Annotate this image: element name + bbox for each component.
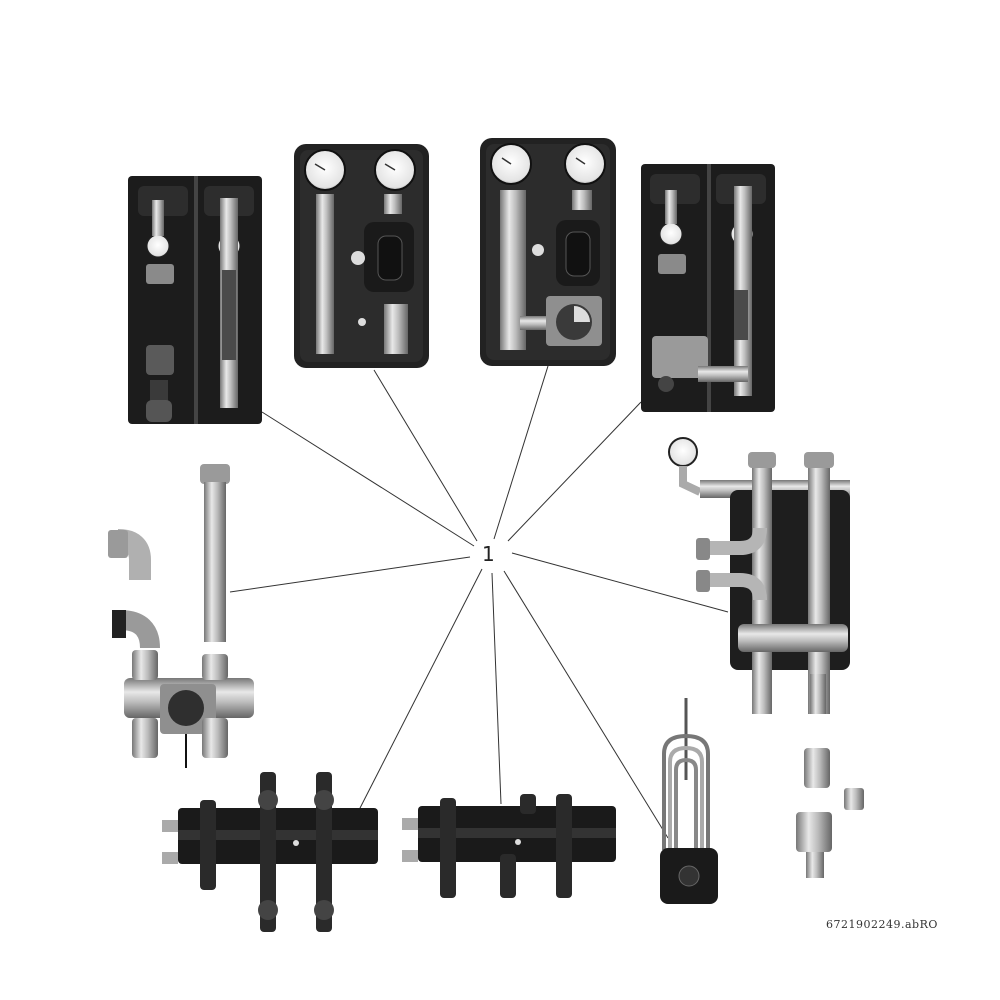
manifold-assembly-right [668, 437, 864, 878]
pump-group-double-tall-left [128, 176, 262, 424]
distribution-manifold-right [402, 794, 616, 898]
callout-label: 1 [482, 542, 495, 566]
pump-group-double-tall-right [641, 164, 775, 412]
immersion-heater [660, 698, 718, 904]
figure-reference-code: 6721902249.abRO [826, 918, 938, 931]
leader-lines [229, 365, 729, 839]
pump-group-compact-left [294, 144, 429, 368]
distribution-manifold-left [162, 772, 378, 932]
pump-group-compact-mixer [480, 138, 616, 366]
pipe-and-mixer-kit [108, 464, 254, 768]
